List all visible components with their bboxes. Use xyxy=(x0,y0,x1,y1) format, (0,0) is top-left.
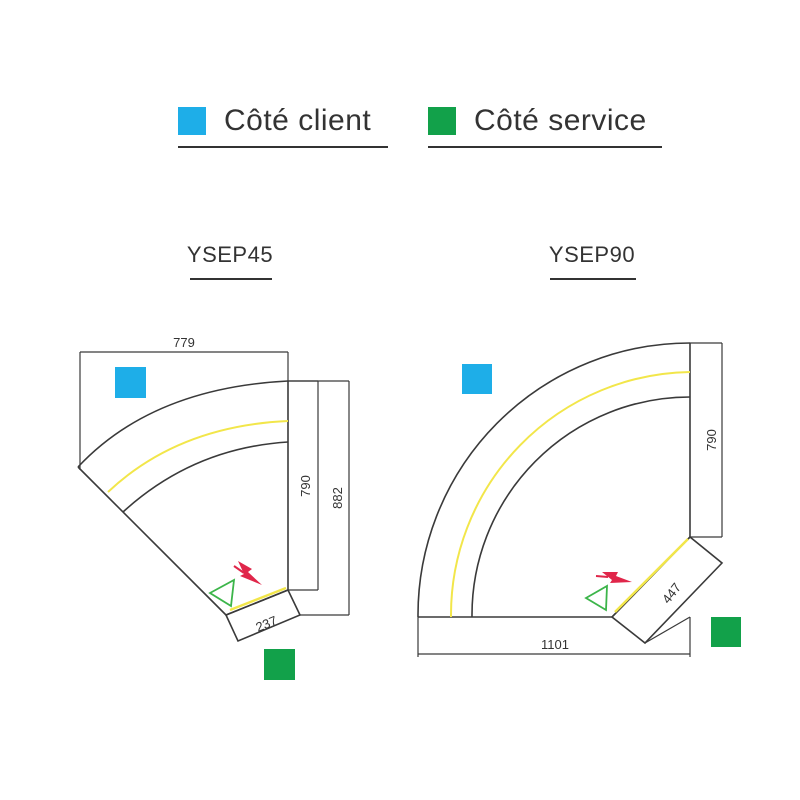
ysep45-dimensions xyxy=(79,351,350,616)
ysep90-title-underline xyxy=(550,278,636,280)
ysep90-title: YSEP90 xyxy=(548,242,636,267)
ysep45-title: YSEP45 xyxy=(186,242,274,267)
ysep45-yellow-line xyxy=(107,420,289,493)
ysep45-dim-inner: 790 xyxy=(298,475,313,497)
ysep45-dim-end: 237 xyxy=(253,613,279,635)
ysep45-left-edge xyxy=(77,466,227,616)
ysep45-service-triangle xyxy=(208,578,236,608)
ysep45-outer-arc xyxy=(77,380,289,468)
client-swatch xyxy=(178,107,206,135)
legend-client-underline xyxy=(178,146,388,148)
legend-client: Côté client xyxy=(178,100,388,148)
legend-client-label: Côté client xyxy=(224,104,372,137)
ysep45-title-underline xyxy=(190,278,272,280)
ysep90-inner-arc xyxy=(471,396,691,618)
service-swatch xyxy=(428,107,456,135)
ysep90-yellow-front xyxy=(614,538,689,613)
ysep45-client-marker xyxy=(115,367,146,398)
ysep90-dim-bottom: 1101 xyxy=(541,637,569,652)
legend-service: Côté service xyxy=(428,100,662,148)
ysep90-service-triangle xyxy=(584,584,608,612)
ysep90-yellow-line xyxy=(449,371,691,618)
legend-service-label: Côté service xyxy=(474,104,647,137)
ysep90-dim-end: 447 xyxy=(659,580,684,606)
ysep90-client-marker xyxy=(462,364,492,394)
ysep90-service-marker xyxy=(711,617,741,647)
ysep90-dim-right: 790 xyxy=(704,429,719,451)
ysep90-electric-arrow xyxy=(602,572,632,583)
legend-service-underline xyxy=(428,146,662,148)
ysep45-plan xyxy=(77,380,302,643)
ysep90-outer-arc xyxy=(417,342,691,618)
ysep45-dim-outer: 882 xyxy=(330,487,345,509)
ysep45-inner-arc xyxy=(122,441,289,513)
ysep45-service-marker xyxy=(264,649,295,680)
ysep45-yellow-front xyxy=(229,586,287,612)
ysep45-dim-top: 779 xyxy=(173,335,195,350)
ysep45-electric-arrow xyxy=(238,561,262,585)
ysep90-dimensions xyxy=(417,342,723,657)
